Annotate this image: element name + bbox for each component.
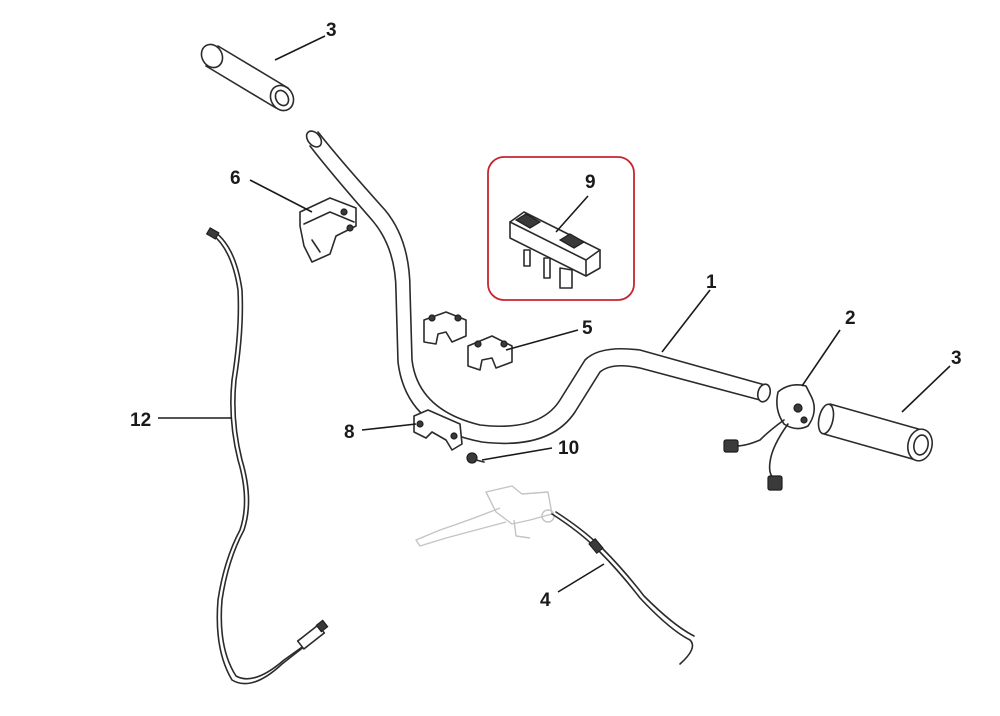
leader-1 (661, 289, 711, 353)
leader-2 (801, 329, 841, 387)
leader-6 (249, 179, 313, 213)
callout-12: 12 (130, 410, 151, 431)
mount-part-6 (299, 197, 357, 263)
callout-1: 1 (706, 272, 717, 293)
leader-3-top (274, 35, 326, 61)
gauge-module-part-9 (509, 211, 601, 289)
leader-5 (505, 329, 579, 351)
handlebar-part-1 (305, 130, 772, 445)
bracket-part-8 (413, 409, 463, 451)
switch-housing-part-2 (723, 384, 816, 491)
grip-part-3-right (817, 403, 934, 462)
callout-10: 10 (558, 438, 579, 459)
cable-part-12 (205, 227, 329, 685)
callout-9: 9 (585, 172, 596, 193)
clamp-part-5 (423, 311, 513, 371)
leader-3-right (901, 365, 951, 413)
callout-4: 4 (540, 590, 551, 611)
leader-4 (557, 563, 605, 593)
highlight-box (487, 156, 635, 301)
callout-2: 2 (845, 308, 856, 329)
callout-3-right: 3 (951, 348, 962, 369)
clutch-lever-ghost (415, 485, 555, 547)
callout-6: 6 (230, 168, 241, 189)
leader-10 (481, 447, 553, 461)
callout-3-top: 3 (326, 20, 337, 41)
leader-8 (361, 423, 417, 431)
clutch-cable-part-4 (551, 511, 695, 665)
callout-5: 5 (582, 318, 593, 339)
leader-9 (555, 195, 589, 233)
grip-part-3-top (200, 43, 295, 112)
callout-8: 8 (344, 422, 355, 443)
bolt-part-10 (466, 452, 485, 464)
